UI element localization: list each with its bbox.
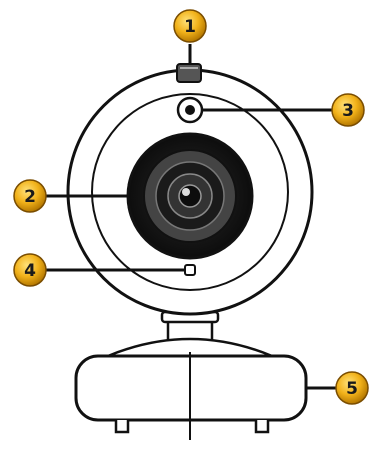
lens-assembly [128,134,252,258]
led-indicator [185,265,195,275]
top-button [177,64,201,82]
callout-badge-2: 2 [14,180,46,212]
snapshot-button [178,98,202,122]
callout-badge-1: 1 [174,10,206,42]
base-foot-left [116,420,128,432]
callout-badge-5: 5 [336,372,368,404]
callout-number: 2 [24,187,36,207]
callout-number: 4 [24,261,36,281]
callout-badge-3: 3 [332,94,364,126]
callout-number: 3 [342,101,354,121]
base-foot-right [256,420,268,432]
callout-number: 5 [346,379,358,399]
callout-number: 1 [184,17,196,37]
callout-badge-4: 4 [14,254,46,286]
